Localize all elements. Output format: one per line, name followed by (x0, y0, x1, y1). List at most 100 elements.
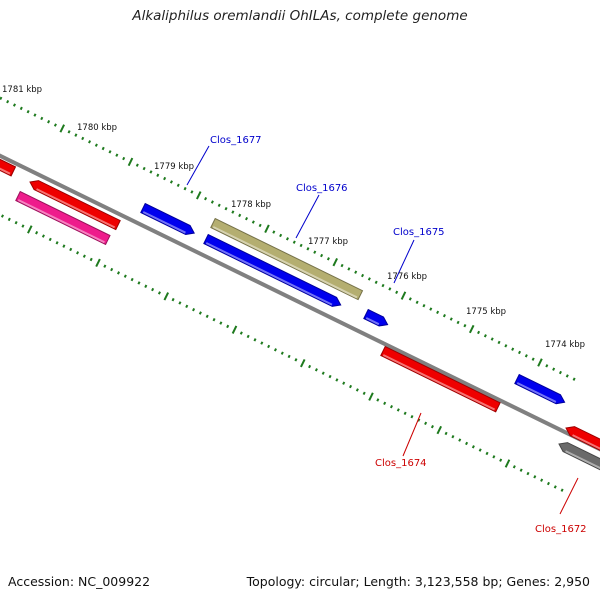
inner-scale-minor-tick (151, 287, 155, 292)
outer-scale-major-tick (537, 358, 543, 367)
outer-scale-minor-tick (456, 320, 460, 325)
outer-scale-minor-tick (258, 223, 262, 228)
gene-reverse-red[interactable] (380, 345, 501, 413)
inner-scale-minor-tick (546, 481, 550, 486)
gene-forward-blue[interactable] (363, 308, 389, 327)
inner-scale-minor-tick (7, 217, 11, 222)
outer-scale-minor-tick (67, 130, 71, 134)
gene-label[interactable]: Clos_1677 (210, 135, 262, 146)
outer-scale-minor-tick (477, 330, 481, 335)
outer-scale-minor-tick (572, 377, 576, 381)
inner-scale-minor-tick (417, 418, 421, 422)
outer-scale-minor-tick (545, 364, 549, 368)
outer-scale-minor-tick (81, 136, 85, 141)
inner-scale-minor-tick (144, 284, 148, 288)
inner-scale-minor-tick (198, 311, 202, 315)
outer-scale-minor-tick (224, 206, 228, 211)
outer-scale-minor-tick (156, 173, 160, 177)
inner-scale-major-tick (231, 325, 238, 334)
inner-scale-minor-tick (103, 264, 107, 268)
inner-scale-minor-tick (246, 334, 250, 339)
inner-scale-minor-tick (110, 267, 114, 272)
gene-highlight (0, 167, 11, 175)
inner-scale-minor-tick (137, 281, 141, 285)
outer-scale-minor-tick (88, 140, 92, 144)
gene-forward-blue[interactable] (140, 202, 195, 236)
outer-scale-minor-tick (340, 263, 344, 268)
gene-reverse-red[interactable] (29, 180, 121, 231)
inner-scale-minor-tick (82, 254, 86, 258)
outer-scale-minor-tick (504, 344, 508, 348)
gene-label[interactable]: Clos_1676 (296, 183, 348, 194)
gene-highlight (565, 450, 600, 470)
gene-forward-blue[interactable] (514, 373, 566, 405)
outer-scale-minor-tick (231, 210, 235, 214)
inner-scale-minor-tick (349, 384, 353, 389)
outer-scale-minor-tick (422, 303, 426, 308)
scale-label: 1780 kbp (77, 123, 117, 133)
outer-scale-minor-tick (12, 103, 16, 107)
inner-scale-minor-tick (0, 214, 4, 218)
inner-scale-minor-tick (499, 458, 503, 462)
outer-scale-minor-tick (251, 220, 255, 224)
outer-scale-minor-tick (108, 150, 112, 154)
gene-label[interactable]: Clos_1672 (535, 524, 587, 535)
scale-label: 1777 kbp (308, 237, 348, 247)
outer-scale-major-tick (127, 157, 134, 167)
inner-scale-minor-tick (335, 378, 339, 382)
outer-scale-minor-tick (395, 290, 399, 294)
inner-scale-minor-tick (69, 247, 73, 252)
outer-scale-minor-tick (204, 196, 208, 201)
inner-scale-minor-tick (478, 448, 482, 452)
inner-scale-major-tick (368, 392, 374, 401)
inner-scale-major-tick (436, 425, 443, 435)
gene-highlight (205, 242, 333, 306)
outer-scale-minor-tick (19, 106, 23, 111)
inner-scale-minor-tick (308, 364, 312, 369)
gene-highlight (382, 354, 496, 411)
outer-scale-minor-tick (163, 176, 167, 181)
callout-line (559, 477, 579, 515)
inner-scale-minor-tick (362, 391, 366, 395)
inner-scale-minor-tick (14, 221, 18, 225)
outer-scale-minor-tick (511, 347, 515, 351)
outer-scale-minor-tick (33, 113, 37, 117)
inner-scale-minor-tick (321, 371, 325, 375)
inner-scale-minor-tick (451, 435, 455, 439)
gene-reverse-magenta[interactable] (15, 190, 111, 246)
inner-scale-minor-tick (171, 297, 175, 302)
gene-label[interactable]: Clos_1675 (393, 227, 445, 238)
outer-scale-major-tick (468, 324, 475, 334)
inner-scale-minor-tick (485, 451, 489, 456)
callout-line (402, 412, 422, 457)
outer-scale-minor-tick (429, 307, 433, 311)
inner-scale-minor-tick (287, 354, 291, 359)
inner-scale-major-tick (95, 258, 101, 268)
scale-label: 1781 kbp (2, 85, 42, 95)
outer-scale-minor-tick (272, 230, 276, 234)
inner-scale-minor-tick (21, 224, 25, 228)
outer-scale-minor-tick (552, 367, 556, 371)
outer-scale-minor-tick (320, 253, 324, 258)
inner-scale-minor-tick (76, 251, 80, 255)
inner-scale-minor-tick (273, 348, 277, 352)
outer-scale-major-tick (332, 257, 338, 267)
outer-scale-minor-tick (463, 324, 467, 328)
gene-label[interactable]: Clos_1674 (375, 458, 427, 469)
gene-highlight (142, 211, 186, 234)
inner-scale-minor-tick (430, 425, 434, 429)
inner-scale-minor-tick (458, 438, 462, 442)
outer-scale-minor-tick (313, 250, 317, 254)
gene-highlight (17, 199, 105, 244)
gene-forward-blue[interactable] (203, 233, 342, 307)
gene-forward-olive[interactable] (210, 217, 364, 301)
outer-scale-minor-tick (531, 357, 535, 361)
inner-scale-minor-tick (526, 471, 530, 476)
gene-highlight (365, 317, 380, 326)
outer-scale-minor-tick (415, 300, 419, 305)
inner-scale-minor-tick (383, 401, 387, 405)
inner-scale-minor-tick (48, 237, 52, 242)
outer-scale-minor-tick (279, 233, 283, 238)
